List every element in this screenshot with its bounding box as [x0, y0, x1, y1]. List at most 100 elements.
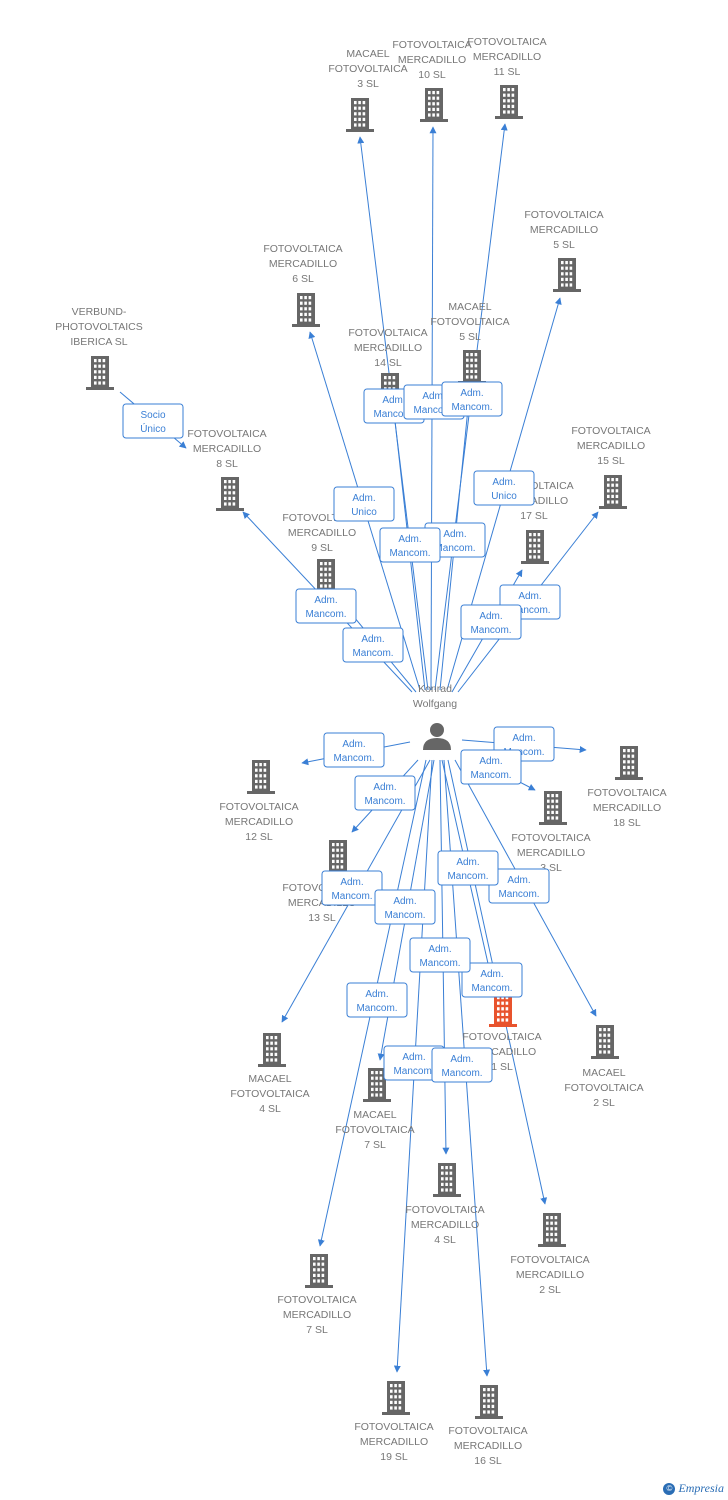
edge-label-fm17[interactable]: Adm.Mancom. [460, 604, 522, 640]
company-label-line: 18 SL [613, 817, 641, 829]
edge-label-macael7[interactable]: Adm.Mancom. [374, 889, 436, 925]
edge-label-fm13[interactable]: Adm.Mancom. [354, 775, 416, 811]
company-label-line: FOTOVOLTAICA [587, 787, 666, 799]
edge-label-fm1[interactable]: Adm.Mancom. [461, 962, 523, 998]
edge-label-macael2[interactable]: Adm.Mancom. [488, 868, 550, 904]
edge-label-line: Adm. [342, 739, 365, 750]
person-icon[interactable] [423, 723, 451, 750]
building-icon[interactable] [433, 1163, 461, 1197]
building-icon[interactable] [312, 559, 340, 593]
building-icon[interactable] [363, 1068, 391, 1102]
company-label-line: FOTOVOLTAICA [564, 1082, 643, 1094]
edge-label-fm4[interactable]: Adm.Mancom. [409, 937, 471, 973]
company-label-line: 4 SL [434, 1234, 456, 1246]
building-icon[interactable] [346, 98, 374, 132]
building-icon[interactable] [216, 477, 244, 511]
edge-label-line: Adm. [518, 591, 541, 602]
building-icon[interactable] [539, 791, 567, 825]
edge-label-line: Mancom. [447, 871, 488, 882]
company-label-line: 7 SL [306, 1324, 328, 1336]
edge-label-fm5[interactable]: Adm.Unico [473, 470, 535, 506]
building-icon[interactable] [475, 1385, 503, 1419]
edge-label-fm14[interactable]: Adm.Mancom. [379, 527, 441, 563]
building-icon[interactable] [324, 840, 352, 874]
edge-label-line: Mancom. [389, 548, 430, 559]
company-label-line: FOTOVOLTAICA [430, 316, 509, 328]
building-icon[interactable] [489, 993, 517, 1027]
company-label-line: MERCADILLO [517, 847, 585, 859]
company-label-line: 6 SL [292, 273, 314, 285]
company-label-line: MERCADILLO [288, 527, 356, 539]
building-icon[interactable] [247, 760, 275, 794]
building-icon[interactable] [538, 1213, 566, 1247]
building-icon[interactable] [591, 1025, 619, 1059]
brand-logo[interactable]: ©Empresia [663, 1481, 724, 1496]
building-icon[interactable] [382, 1381, 410, 1415]
building-icon[interactable] [258, 1033, 286, 1067]
edge-label-line: Mancom. [331, 891, 372, 902]
building-icon[interactable] [86, 356, 114, 390]
edge-label-fm2[interactable]: Adm.Mancom. [437, 850, 499, 886]
edge-label-line: Adm. [450, 1054, 473, 1065]
edge-label-fm7[interactable]: Adm.Mancom. [346, 982, 408, 1018]
company-label-line: 2 SL [593, 1097, 615, 1109]
edge-label-fm8[interactable]: Adm.Mancom. [295, 588, 357, 624]
edge-label-fm11[interactable]: Adm.Mancom. [441, 381, 503, 417]
edge-label-fm12[interactable]: Adm. Mancom. [323, 732, 385, 768]
edge-label-macael4[interactable]: Adm.Mancom. [321, 870, 383, 906]
building-icon[interactable] [599, 475, 627, 509]
edge-label-line: Mancom. [419, 958, 460, 969]
building-icon[interactable] [292, 293, 320, 327]
company-label-line: 14 SL [374, 357, 402, 369]
edge-label-line: Mancom. [470, 770, 511, 781]
building-icon[interactable] [495, 85, 523, 119]
edge-label-line: Mancom. [498, 889, 539, 900]
edge-label-fm19[interactable]: Adm.Mancom. [383, 1045, 445, 1081]
edge-label-line: Socio [140, 410, 165, 421]
building-icon[interactable] [521, 530, 549, 564]
building-icon[interactable] [420, 88, 448, 122]
edge-label-fm6[interactable]: Adm.Unico [333, 486, 395, 522]
company-label-line: FOTOVOLTAICA [524, 209, 603, 221]
brand-name: Empresia [678, 1481, 724, 1495]
edge-label-line: Adm. [422, 391, 445, 402]
building-icon[interactable] [553, 258, 581, 292]
company-label-line: FOTOVOLTAICA [335, 1124, 414, 1136]
building-icon[interactable] [305, 1254, 333, 1288]
company-label-line: MERCADILLO [269, 258, 337, 270]
building-icon[interactable] [458, 350, 486, 384]
edge-label-line: Adm. [479, 611, 502, 622]
company-label-line: MACAEL [248, 1073, 291, 1085]
company-label-line: 17 SL [520, 510, 548, 522]
edge-label-fm9[interactable]: Adm.Mancom. [342, 627, 404, 663]
edge-label-line: Mancom. [333, 753, 374, 764]
company-label-line: 11 SL [494, 66, 521, 78]
edge-label-fm16[interactable]: Adm.Mancom. [431, 1047, 493, 1083]
building-icon[interactable] [615, 746, 643, 780]
edge-label-line: Adm. [492, 477, 515, 488]
edge-label-fm3[interactable]: Adm.Mancom. [460, 749, 522, 785]
